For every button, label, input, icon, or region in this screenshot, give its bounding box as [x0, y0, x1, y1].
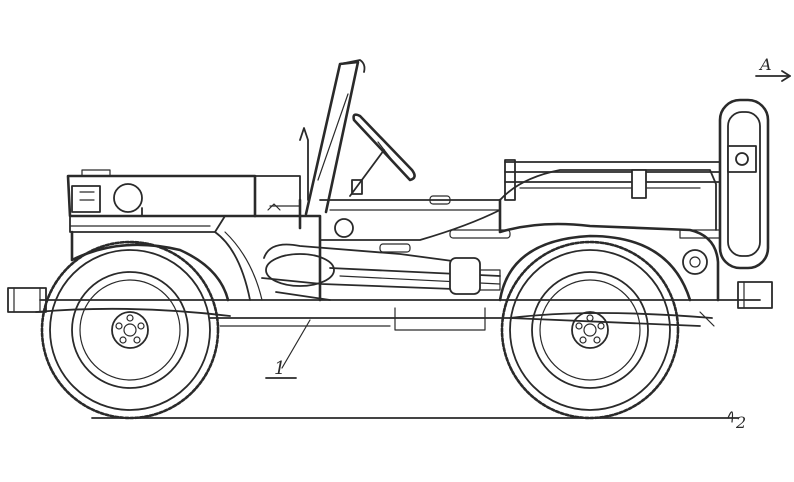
- hood: [66, 169, 301, 233]
- callout-2: 2: [735, 413, 746, 432]
- rear-fender-arch: [498, 234, 692, 302]
- engine-parts: [71, 183, 143, 217]
- drivetrain: [261, 243, 501, 301]
- front-wheel: [40, 240, 220, 420]
- callout-1-label: 1: [274, 358, 285, 379]
- rear-wheel: [500, 240, 680, 420]
- interior-parts: [267, 179, 511, 253]
- callout-2-label: 2: [735, 413, 746, 432]
- spare-tire: [718, 98, 770, 270]
- rear-bumper: [737, 281, 773, 309]
- ground-line-end-mark: [727, 411, 734, 423]
- windshield-frame: [298, 59, 366, 230]
- view-arrow: A: [755, 55, 791, 82]
- callout-1: 1: [265, 319, 311, 379]
- leaf-springs: [35, 307, 715, 327]
- rear-body-panel: [498, 187, 720, 302]
- view-arrow-label: A: [758, 55, 772, 74]
- steering-wheel: [349, 113, 416, 197]
